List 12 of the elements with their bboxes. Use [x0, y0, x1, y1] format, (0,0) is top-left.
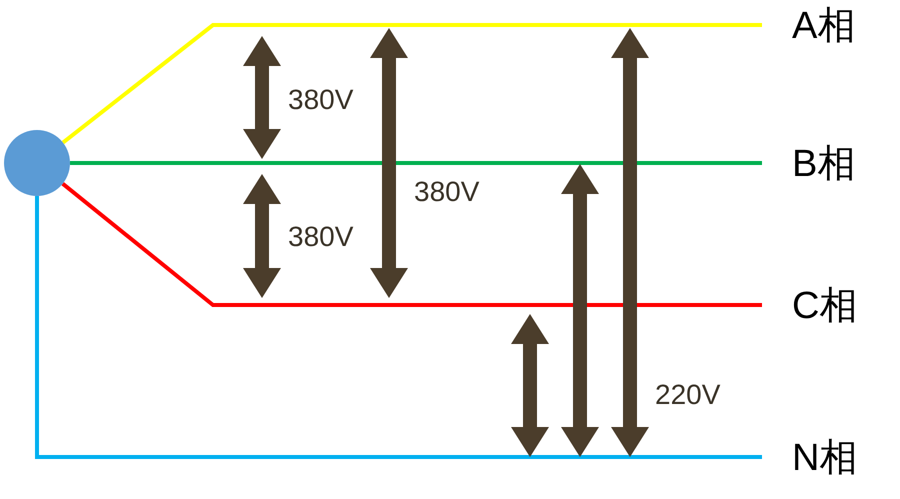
- phase-label: C相: [792, 284, 858, 328]
- voltage-label: 380V: [288, 223, 354, 251]
- phase-label: N相: [792, 436, 858, 480]
- phase-label: A相: [792, 4, 856, 48]
- voltage-label: 380V: [414, 178, 480, 206]
- voltage-label: 380V: [288, 86, 354, 114]
- phase-label: B相: [792, 142, 856, 186]
- phase-wire: [35, 196, 762, 459]
- phase-wire: [61, 182, 762, 307]
- phase-wire: [70, 161, 762, 165]
- phase-wire: [62, 23, 762, 144]
- voltage-label: 220V: [655, 381, 720, 409]
